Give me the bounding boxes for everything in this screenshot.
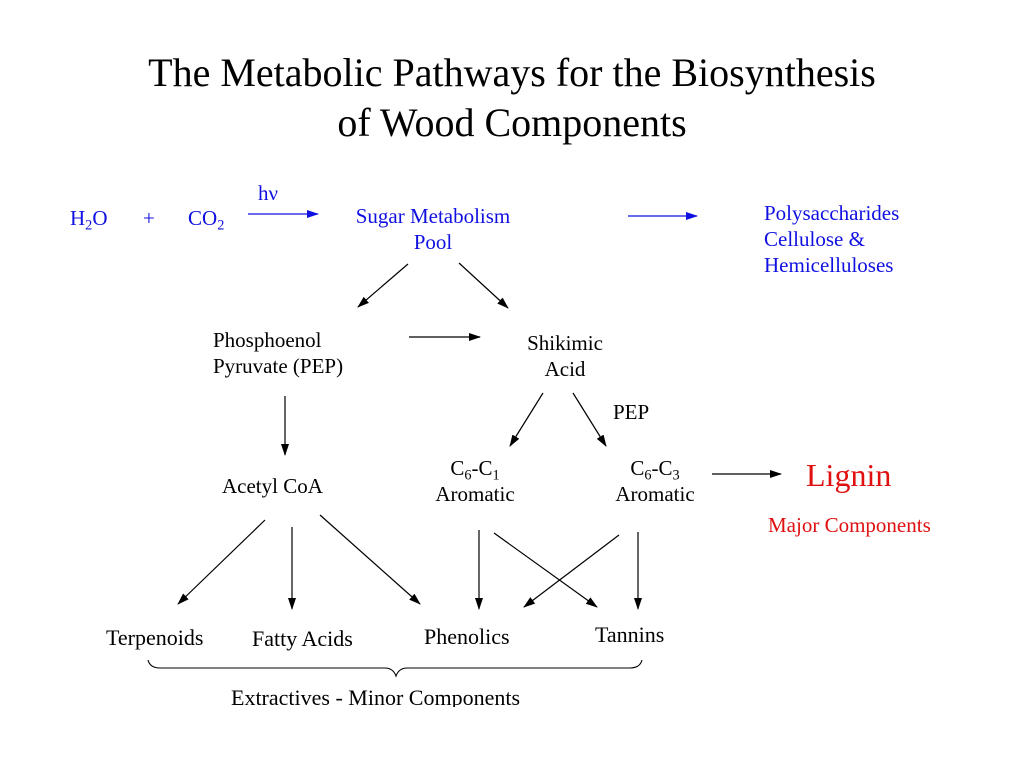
sugar-pool-line-1: Sugar Metabolism — [355, 204, 511, 228]
c6-c1-aromatic-node: C6-C1 Aromatic — [415, 455, 535, 507]
c6-c3-aromatic-node: C6-C3 Aromatic — [595, 455, 715, 507]
page-title: The Metabolic Pathways for the Biosynthe… — [0, 48, 1024, 148]
plus-sign: + — [143, 206, 155, 230]
h2o-label: H2O — [70, 206, 108, 234]
polysaccharides-line-2: Cellulose & — [764, 227, 865, 251]
fatty-acids-node: Fatty Acids — [252, 626, 353, 651]
arrow-pool-to-shikimic — [458, 262, 509, 309]
major-components-label: Major Components — [768, 513, 931, 537]
extractives-label: Extractives - Minor Components — [231, 685, 521, 707]
shikimic-line-2: Acid — [544, 357, 586, 381]
arrow-acetyl-to-terpenoids — [177, 519, 266, 605]
major-components-clip: Major Components — [760, 508, 947, 542]
pep-node-line-2: Pyruvate (PEP) — [213, 354, 344, 378]
c6-c3-formula: C6-C3 — [630, 456, 680, 484]
arrow-c6c3-to-phenolics — [523, 534, 620, 608]
pep-node: Phosphoenol Pyruvate (PEP) — [213, 327, 343, 379]
acetyl-coa-node: Acetyl CoA — [222, 474, 323, 498]
sugar-pool-line-2: Pool — [413, 230, 453, 254]
title-line-2: of Wood Components — [337, 100, 687, 145]
c6-c1-formula: C6-C1 — [450, 456, 500, 484]
extractives-clip: Extractives - Minor Components — [200, 682, 620, 707]
title-line-1: The Metabolic Pathways for the Biosynthe… — [148, 50, 876, 95]
terpenoids-node: Terpenoids — [106, 625, 204, 650]
co2-label: CO2 — [188, 206, 225, 234]
sugar-pool-node: Sugar Metabolism Pool — [323, 203, 543, 255]
pep-node-line-1: Phosphoenol — [213, 328, 322, 352]
shikimic-line-1: Shikimic — [527, 331, 603, 355]
polysaccharides-line-1: Polysaccharides — [764, 201, 900, 225]
shikimic-acid-node: Shikimic Acid — [505, 330, 625, 382]
lignin-node: Lignin — [806, 457, 892, 493]
phenolics-node: Phenolics — [424, 624, 510, 649]
arrow-shikimic-to-c6c1 — [509, 392, 544, 447]
pep-arrow-label: PEP — [613, 400, 650, 424]
arrow-pool-to-pep — [357, 263, 409, 308]
polysaccharides-line-3: Hemicelluloses — [764, 253, 894, 277]
tannins-node: Tannins — [595, 622, 665, 647]
polysaccharides-node: Polysaccharides Cellulose & Hemicellulos… — [764, 200, 899, 278]
light-label: hν — [258, 181, 278, 205]
extractives-brace — [147, 659, 643, 678]
arrow-c6c1-to-tannins — [493, 532, 598, 608]
arrow-acetyl-to-phenolics — [319, 514, 421, 605]
arrow-shikimic-to-c6c3 — [572, 392, 607, 447]
c6-c1-line-2: Aromatic — [435, 482, 515, 506]
c6-c3-line-2: Aromatic — [615, 482, 695, 506]
